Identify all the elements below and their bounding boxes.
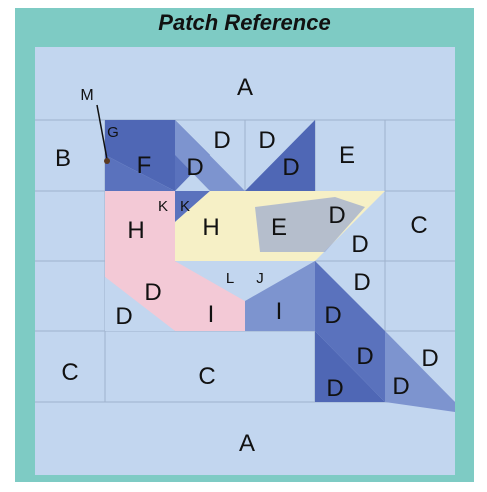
label-c-right: C (410, 212, 427, 239)
label-d2: D (258, 127, 275, 154)
label-a-bottom: A (239, 430, 255, 457)
label-d6: D (351, 231, 368, 258)
label-d1: D (213, 127, 230, 154)
label-i1: I (208, 301, 215, 328)
label-c-left: C (61, 359, 78, 386)
label-f: F (137, 152, 152, 179)
label-c-mid: C (198, 363, 215, 390)
label-d9: D (115, 303, 132, 330)
label-h1: H (127, 217, 144, 244)
label-d10: D (324, 302, 341, 329)
label-d11: D (356, 343, 373, 370)
border-frame: Patch Reference (15, 8, 474, 482)
label-k1: K (158, 198, 168, 215)
label-k2: K (180, 198, 190, 215)
label-d8: D (144, 279, 161, 306)
label-e2: E (271, 214, 287, 241)
label-d14: D (392, 373, 409, 400)
label-h2: H (202, 214, 219, 241)
label-a-top: A (237, 74, 253, 101)
pointer-dot-m (104, 158, 110, 164)
label-d7: D (353, 269, 370, 296)
label-i2: I (276, 298, 283, 325)
label-l: L (226, 270, 234, 287)
label-e1: E (339, 142, 355, 169)
page-title: Patch Reference (15, 10, 474, 36)
label-d3: D (186, 154, 203, 181)
quilt-diagram: A M G B F D D D D E K K H H E D D C L J … (35, 47, 455, 475)
label-d5: D (328, 202, 345, 229)
label-g: G (107, 124, 119, 141)
label-d4: D (282, 154, 299, 181)
label-m: M (80, 87, 93, 104)
label-d12: D (421, 345, 438, 372)
label-d13: D (326, 375, 343, 402)
label-b: B (55, 145, 71, 172)
label-j: J (256, 270, 264, 287)
